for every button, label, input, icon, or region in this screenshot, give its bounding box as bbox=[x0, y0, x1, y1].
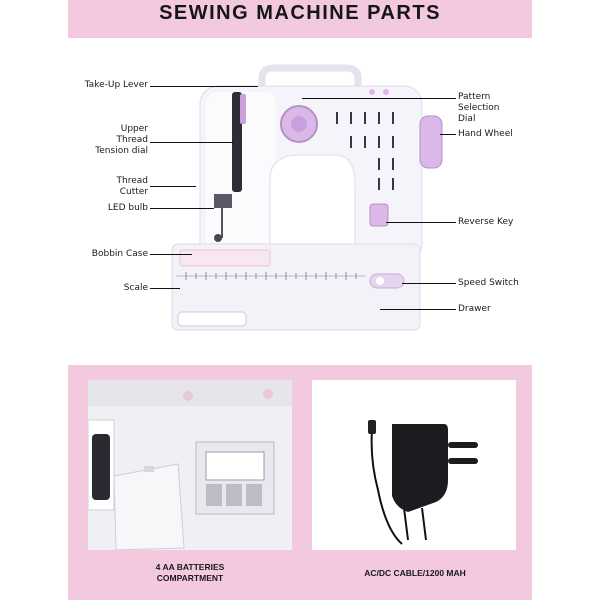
leader-line-speed-switch bbox=[402, 283, 456, 284]
caption-batteries: 4 AA BATTERIES COMPARTMENT bbox=[130, 562, 250, 584]
label-line: Thread bbox=[116, 176, 148, 186]
leader-line-led-bulb bbox=[150, 208, 214, 209]
label-speed-switch: Speed Switch bbox=[458, 278, 519, 288]
label-reverse-key: Reverse Key bbox=[458, 217, 514, 227]
label-drawer: Drawer bbox=[458, 304, 491, 314]
label-scale: Scale bbox=[123, 283, 148, 293]
label-line: Pattern bbox=[458, 92, 491, 102]
sewing-machine-illustration bbox=[171, 64, 443, 331]
leader-line-bobbin-case bbox=[150, 254, 192, 255]
leader-line-scale bbox=[150, 288, 180, 289]
label-pattern-selection-dial: Pattern Selection Dial bbox=[458, 92, 538, 125]
caption-cable: AC/DC CABLE/1200 MAH bbox=[364, 568, 466, 578]
label-take-up-lever: Take-Up Lever bbox=[84, 80, 148, 90]
label-line: Cutter bbox=[119, 187, 148, 197]
label-thread-cutter: Thread Cutter bbox=[60, 176, 148, 198]
leader-line-take-up-lever bbox=[150, 86, 258, 87]
battery-compartment-illustration bbox=[88, 380, 292, 550]
label-hand-wheel: Hand Wheel bbox=[458, 129, 513, 139]
label-line: Thread bbox=[116, 135, 148, 145]
leader-line-pattern-dial bbox=[302, 98, 456, 99]
leader-line-hand-wheel bbox=[440, 134, 456, 135]
label-line: Tension dial bbox=[95, 146, 148, 156]
leader-line-tension-dial bbox=[150, 142, 234, 143]
leader-line-reverse-key bbox=[386, 222, 456, 223]
caption-line: COMPARTMENT bbox=[156, 573, 224, 583]
leader-line-thread-cutter bbox=[150, 186, 196, 187]
label-line: Upper bbox=[120, 124, 148, 134]
label-line: Dial bbox=[458, 114, 476, 124]
label-led-bulb: LED bulb bbox=[107, 203, 148, 213]
label-upper-thread-tension-dial: Upper Thread Tension dial bbox=[60, 124, 148, 157]
power-adapter-illustration bbox=[312, 380, 516, 550]
page-title: SEWING MACHINE PARTS bbox=[159, 2, 441, 24]
label-bobbin-case: Bobbin Case bbox=[91, 249, 148, 259]
leader-line-drawer bbox=[380, 309, 456, 310]
caption-line: 4 AA BATTERIES bbox=[155, 562, 225, 572]
label-line: Selection bbox=[458, 103, 500, 113]
title-bar: SEWING MACHINE PARTS bbox=[68, 0, 532, 38]
